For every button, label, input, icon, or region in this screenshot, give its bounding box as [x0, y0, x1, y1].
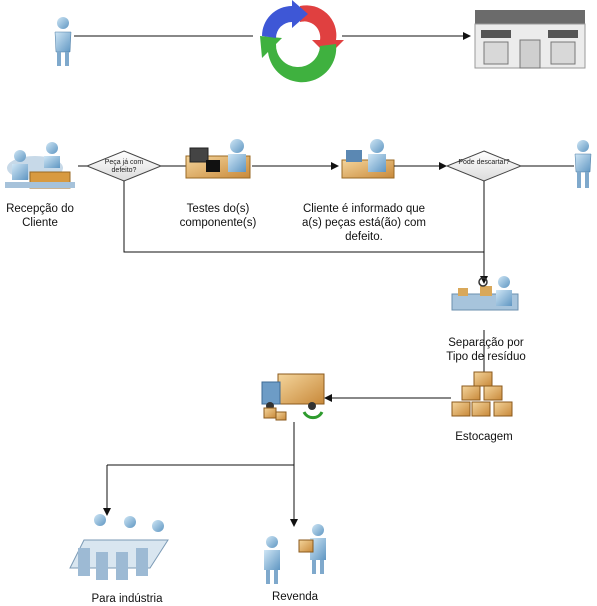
step-separation-label: Separação por Tipo de resíduo: [446, 337, 526, 363]
defect-decision-text: Peça já com defeito?: [104, 159, 144, 174]
resale-exchange-icon: [264, 524, 326, 584]
storage-boxes-icon: [451, 371, 513, 417]
recycle-cycle-icon: [260, 0, 344, 83]
end-person-icon: [574, 140, 592, 188]
step-storage-label: Estocagem: [455, 431, 513, 443]
testing-station-icon: [185, 139, 251, 179]
meeting-table-icon: [69, 514, 169, 580]
reception-desk-icon: [5, 142, 75, 189]
separation-conveyor-icon: [451, 276, 519, 311]
delivery-truck-icon: [261, 373, 325, 421]
connector-defect-loop: [123, 181, 484, 253]
step-testing-label: Testes do(s) componente(s): [179, 203, 257, 229]
discard-decision-text: Pode descartar?: [458, 159, 510, 166]
step-client-informed-label: Cliente é informado que a(s) peças está(…: [302, 203, 426, 243]
client-phone-desk-icon: [341, 139, 395, 179]
step-industry-label: Para indústria: [91, 593, 163, 605]
step-reception-label: Recepção do Cliente: [6, 203, 74, 229]
step-resale-label: Revenda: [271, 591, 319, 603]
top-person-icon: [54, 17, 72, 66]
store-building-icon: [474, 10, 586, 69]
